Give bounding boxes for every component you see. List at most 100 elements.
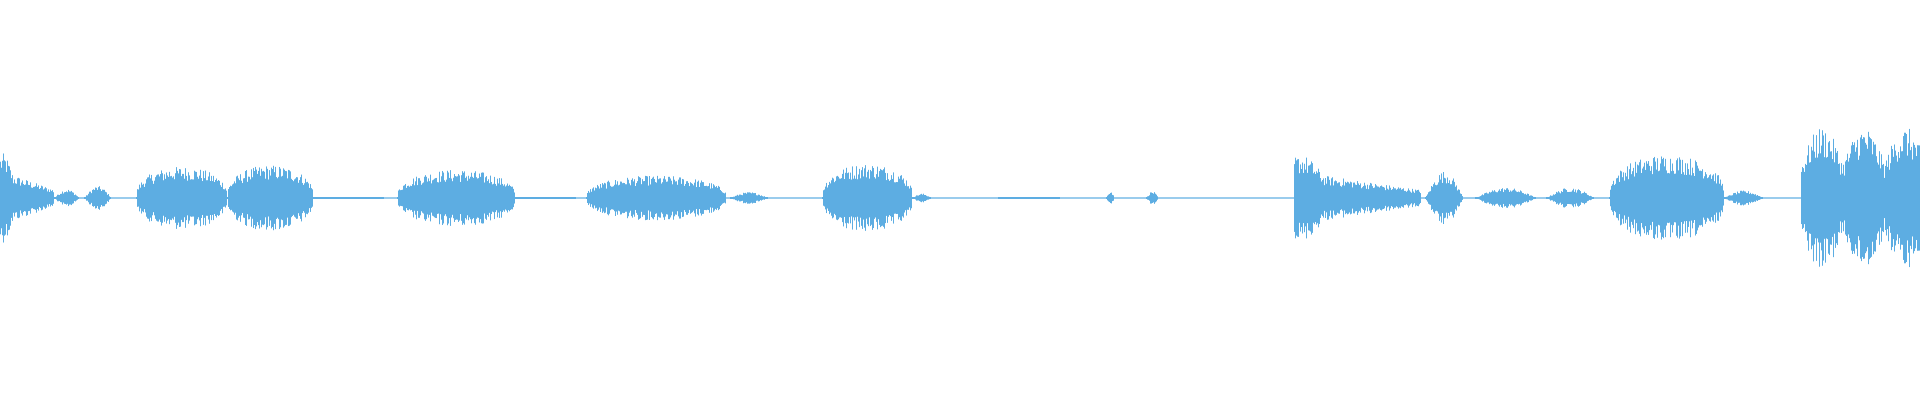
waveform-sample (346, 197, 347, 199)
waveform-sample (1514, 188, 1515, 208)
waveform-sample (1554, 194, 1555, 202)
waveform-sample (740, 194, 741, 202)
waveform-sample (862, 167, 863, 229)
waveform-sample (916, 195, 917, 201)
waveform-sample (1534, 196, 1535, 200)
waveform-sample (193, 179, 194, 217)
waveform-sample (701, 180, 702, 216)
waveform-sample (225, 188, 226, 208)
waveform-sample (1569, 191, 1570, 205)
waveform-sample (304, 183, 305, 213)
waveform-sample (1521, 191, 1522, 205)
waveform-sample (98, 187, 99, 209)
waveform-sample (508, 185, 509, 211)
waveform-sample (1357, 181, 1358, 215)
waveform-sample (1844, 175, 1845, 221)
waveform-sample (881, 169, 882, 227)
waveform-sample (638, 176, 639, 220)
waveform-sample (594, 190, 595, 206)
waveform-sample (1310, 164, 1311, 232)
waveform-sample (1869, 136, 1870, 260)
waveform-sample (71, 190, 72, 206)
waveform-sample (417, 185, 418, 211)
waveform-sample (77, 196, 78, 200)
waveform-sample (911, 187, 912, 209)
waveform-sample (1565, 189, 1566, 207)
waveform-sample (866, 177, 867, 219)
waveform-sample (734, 196, 735, 200)
waveform-sample (207, 180, 208, 216)
waveform-sample (892, 178, 893, 218)
waveform-sample (1737, 191, 1738, 205)
waveform-sample (690, 182, 691, 214)
waveform-sample (1807, 155, 1808, 241)
waveform-sample (1808, 145, 1809, 251)
waveform-sample (455, 176, 456, 220)
waveform-sample (1030, 197, 1031, 199)
waveform-sample (36, 183, 37, 213)
waveform-sample (257, 173, 258, 223)
waveform-sample (1876, 156, 1877, 240)
waveform-sample (203, 171, 204, 225)
waveform-sample (1837, 150, 1838, 246)
waveform-sample (1437, 184, 1438, 212)
waveform-sample (1516, 191, 1517, 205)
waveform-sample (1157, 196, 1158, 200)
waveform-sample (915, 196, 916, 200)
waveform-sample (1714, 181, 1715, 215)
waveform-sample (847, 173, 848, 223)
waveform-sample (907, 186, 908, 210)
waveform-sample (869, 178, 870, 218)
waveform-sample (503, 185, 504, 211)
waveform-sample (1156, 194, 1157, 202)
waveform-sample (75, 194, 76, 202)
waveform-sample (11, 178, 12, 218)
waveform-sample (211, 175, 212, 221)
waveform-sample (1686, 174, 1687, 222)
waveform-sample (314, 197, 315, 199)
waveform-sample (1529, 195, 1530, 201)
waveform-sample (1637, 164, 1638, 232)
waveform-sample (1642, 168, 1643, 228)
waveform-sample (368, 197, 369, 199)
waveform-sample (23, 184, 24, 212)
waveform-sample (1802, 166, 1803, 230)
waveform-sample (451, 178, 452, 218)
waveform-sample (1897, 161, 1898, 235)
waveform-sample (868, 169, 869, 227)
waveform-sample (1370, 182, 1371, 214)
waveform-sample (909, 188, 910, 208)
waveform-sample (1475, 197, 1476, 199)
waveform-sample (1339, 182, 1340, 214)
waveform-sample (1674, 173, 1675, 223)
waveform-sample (240, 174, 241, 222)
waveform-sample (27, 180, 28, 216)
waveform-sample (412, 184, 413, 212)
waveform-sample (317, 197, 318, 199)
waveform-sample (1490, 192, 1491, 204)
waveform-sample (502, 183, 503, 213)
waveform-sample (1618, 175, 1619, 221)
waveform-sample (433, 179, 434, 217)
waveform-sample (453, 177, 454, 219)
waveform-sample (1496, 192, 1497, 204)
waveform-sample (509, 184, 510, 212)
waveform-sample (717, 187, 718, 209)
waveform-sample (654, 178, 655, 218)
waveform-sample (242, 183, 243, 213)
waveform-sample (1014, 197, 1015, 199)
waveform-sample (1868, 131, 1869, 265)
waveform-sample (1306, 157, 1307, 239)
waveform-sample (383, 197, 384, 199)
waveform-sample (1346, 182, 1347, 214)
waveform-sample (230, 185, 231, 211)
waveform-sample (329, 197, 330, 199)
waveform-sample (1515, 190, 1516, 206)
waveform-sample (763, 196, 764, 200)
waveform-sample (1461, 193, 1462, 203)
waveform-sample (107, 194, 108, 202)
waveform-sample (1294, 164, 1295, 232)
waveform-sample (214, 182, 215, 214)
waveform-sample (1342, 185, 1343, 211)
waveform-sample (146, 179, 147, 217)
